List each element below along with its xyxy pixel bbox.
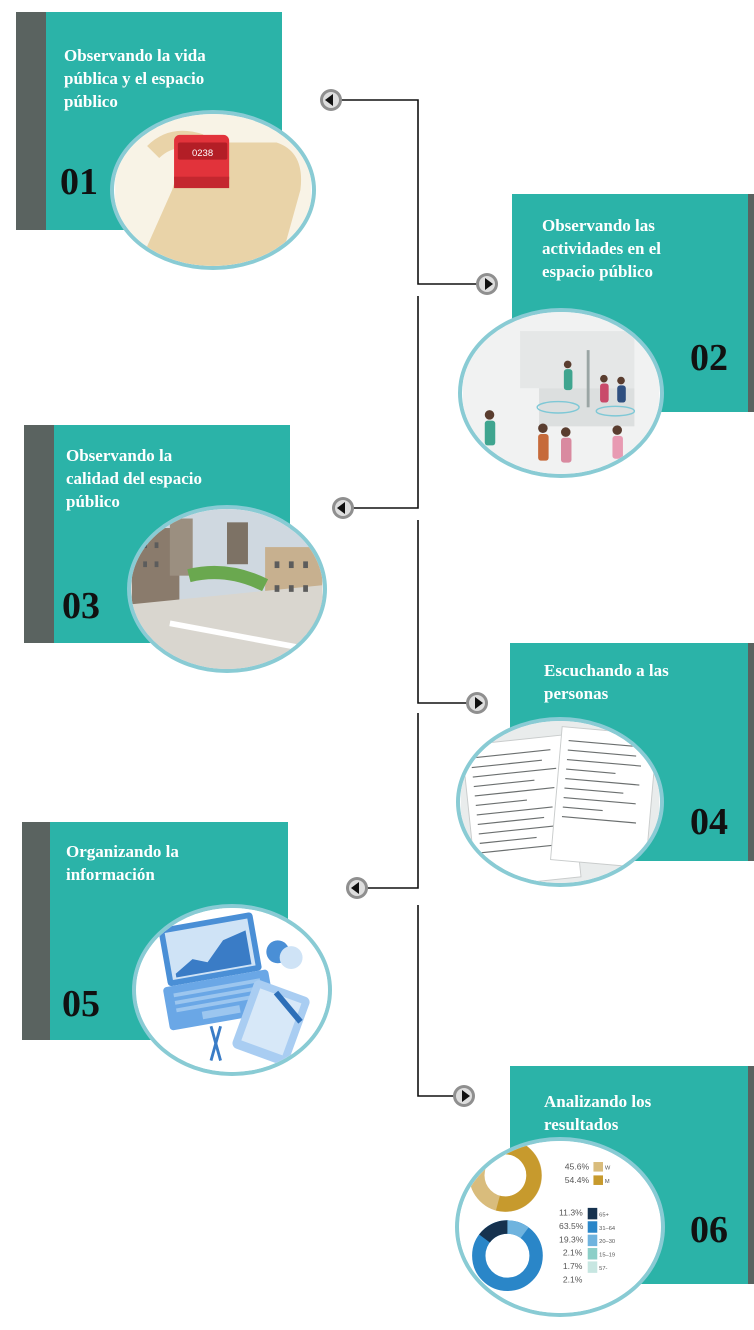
survey-forms-icon [460,721,660,883]
svg-text:20–30: 20–30 [599,1239,615,1245]
arrow-left-icon [332,497,354,519]
svg-text:54.4%: 54.4% [565,1175,590,1185]
svg-text:15–19: 15–19 [599,1253,615,1259]
svg-text:31–64: 31–64 [599,1226,616,1232]
svg-text:W: W [605,1166,611,1172]
hand-counter-icon: 0238 [115,114,311,266]
step-02-image [458,308,664,478]
svg-text:1.7%: 1.7% [563,1261,583,1271]
step-02-side-bar [748,194,754,412]
laptop-desk-icon [136,908,328,1072]
svg-text:0238: 0238 [192,148,213,159]
connector-02-03 [343,296,419,509]
arrow-knobs [320,89,498,1107]
arrow-right-icon [466,692,488,714]
svg-text:65+: 65+ [599,1212,609,1218]
step-01-side-bar [16,12,46,230]
step-02-number: 02 [690,337,728,379]
step-05-image [132,904,332,1076]
svg-text:19.3%: 19.3% [559,1234,584,1244]
svg-text:11.3%: 11.3% [559,1208,583,1218]
step-04-side-bar [748,643,754,861]
svg-text:45.6%: 45.6% [565,1162,590,1172]
age-donut [472,1220,543,1292]
connector-05-06 [417,905,463,1097]
arrow-left-icon [346,877,368,899]
donut-charts-icon: 45.6% 54.4% W M 11.3% 63.5% 19.3% 2.1% 1… [459,1141,661,1313]
step-03-number: 03 [62,585,100,627]
connector-03-04 [417,520,476,704]
step-03-image [127,505,327,673]
svg-text:M: M [605,1179,610,1185]
gender-donut [469,1141,542,1212]
connector-04-05 [356,713,419,889]
svg-text:2.1%: 2.1% [563,1248,583,1258]
svg-text:57-: 57- [599,1266,607,1272]
arrow-right-icon [476,273,498,295]
city-square-photo [131,509,323,669]
arrow-left-icon [320,89,342,111]
people-activity-icon [462,312,660,474]
step-04-image [456,717,664,887]
step-05-side-bar [22,822,50,1040]
arrow-right-icon [453,1085,475,1107]
step-01-image: 0238 [110,110,316,270]
svg-text:63.5%: 63.5% [559,1221,584,1231]
step-04-number: 04 [690,801,728,843]
step-06-side-bar [748,1066,754,1284]
step-01-number: 01 [60,161,98,203]
step-06-number: 06 [690,1209,728,1251]
step-03-side-bar [24,425,54,643]
step-05-number: 05 [62,983,100,1025]
step-06-image: 45.6% 54.4% W M 11.3% 63.5% 19.3% 2.1% 1… [455,1137,665,1317]
connector-01-02 [336,99,486,285]
svg-text:2.1%: 2.1% [563,1274,583,1284]
